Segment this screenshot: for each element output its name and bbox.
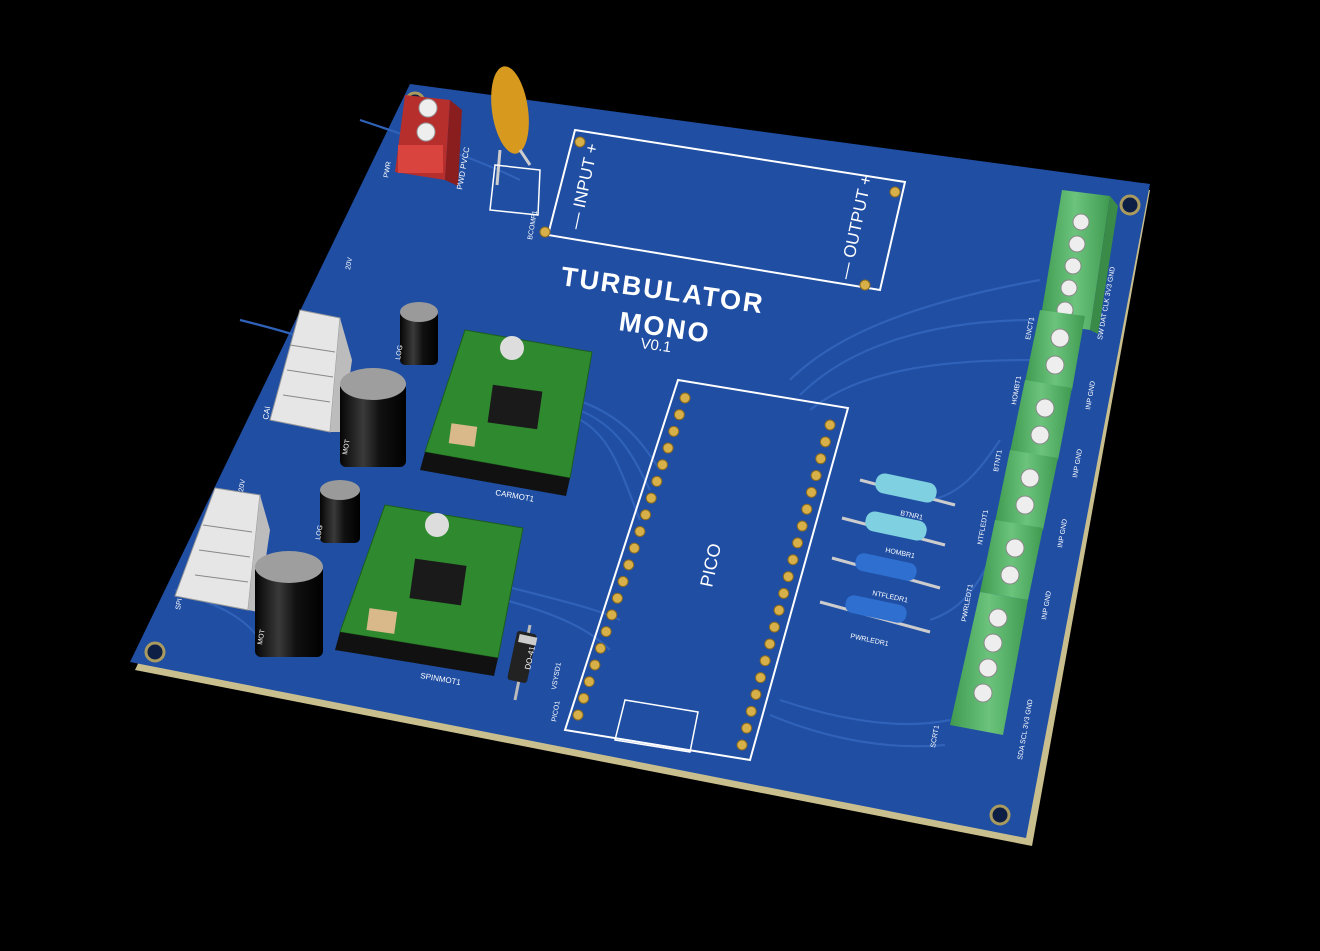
motor-cap-bottom <box>255 551 323 657</box>
pico-pad <box>668 425 680 437</box>
motor-cap-top <box>340 368 406 467</box>
pico-pad <box>589 659 601 671</box>
btnr-label: BTNR1 <box>900 510 924 522</box>
resistor-homr <box>841 511 946 547</box>
pico-pad <box>819 436 831 448</box>
pico-pad <box>759 655 771 667</box>
pico-pad <box>673 409 685 421</box>
pico-pad <box>645 492 657 504</box>
terminal-enc <box>1040 190 1118 334</box>
pico-pad <box>792 537 804 549</box>
pico-pad <box>611 592 623 604</box>
dcdc-outline <box>546 128 907 292</box>
mot-top-label: MOT <box>342 438 352 455</box>
pico-pad <box>773 604 785 616</box>
logic-top-label: LOG <box>395 345 404 361</box>
btnt-label: BTNT1 <box>993 449 1004 472</box>
pico-pad <box>764 638 776 650</box>
pico-pad <box>805 486 817 498</box>
stepper-driver-bottom <box>335 504 524 676</box>
spi-label: SPI <box>175 598 184 610</box>
pico-pad <box>745 705 757 717</box>
hombt-pins-label: INP GND <box>1085 381 1097 411</box>
pico-pad <box>782 571 794 583</box>
logic-cap-top <box>400 302 438 365</box>
pwrledt-pins-label: INP GND <box>1041 591 1053 621</box>
pico-pad <box>623 559 635 571</box>
pico-pad <box>824 419 836 431</box>
ntfledt-pins-label: INP GND <box>1057 519 1069 549</box>
car-label: CAI <box>261 406 272 421</box>
pico-pad <box>801 503 813 515</box>
pico-pad <box>572 709 584 721</box>
btnt-pins-label: INP GND <box>1072 449 1084 479</box>
pico-pad <box>810 470 822 482</box>
pico-pad <box>600 626 612 638</box>
scrt-label: SCRT1 <box>930 725 941 749</box>
terminal-hombt <box>1025 310 1085 390</box>
pico-pad <box>651 475 663 487</box>
pico-pad <box>634 525 646 537</box>
pico-pad <box>583 676 595 688</box>
pico-pad <box>741 722 753 734</box>
stepper-driver-top <box>420 329 593 496</box>
terminal-pwrledt <box>980 520 1043 600</box>
pico-pad <box>578 692 590 704</box>
pico-pad <box>662 442 674 454</box>
pico-pad <box>640 509 652 521</box>
pico-usb-outline <box>614 699 699 753</box>
enct-label: ENCT1 <box>1025 316 1036 340</box>
pico-pads <box>572 392 836 751</box>
pico-pad <box>750 688 762 700</box>
terminal-scr <box>950 592 1028 735</box>
board-version: V0.1 <box>639 335 672 356</box>
power-terminal <box>395 95 462 186</box>
pico-pad <box>778 587 790 599</box>
pico1-label: PICO1 <box>551 700 562 722</box>
pico-pad <box>768 621 780 633</box>
dcdc-pad <box>539 226 551 238</box>
resistor-btnr <box>859 473 956 507</box>
terminal-ntfledt <box>995 450 1058 530</box>
pico-outline <box>563 378 850 762</box>
pico-pad <box>796 520 808 532</box>
pico-pad <box>736 739 748 751</box>
pwr-label: PWR <box>383 161 393 178</box>
vsysd-label: VSYSD1 <box>551 662 563 691</box>
pico-pad <box>787 554 799 566</box>
dcdc-pad <box>889 186 901 198</box>
vsys-diode <box>507 624 538 701</box>
logic-bottom-label: LOG <box>315 525 324 541</box>
varistor <box>489 66 541 216</box>
terminal-btnt <box>1010 380 1072 460</box>
pico-pad <box>656 459 668 471</box>
dcdc-pad <box>859 279 871 291</box>
v20-top-label: 20V <box>345 257 354 271</box>
hombt-label: HOMBT1 <box>1011 375 1023 405</box>
pico-pad <box>606 609 618 621</box>
motor-connector-bottom <box>174 487 270 612</box>
v20-bottom-label: 20V <box>238 479 247 493</box>
logic-cap-bottom <box>320 480 360 543</box>
resistor-ntfledr <box>831 553 941 590</box>
pico-pad <box>628 542 640 554</box>
pico-pad <box>679 392 691 404</box>
pico-pad <box>595 642 607 654</box>
resistor-pwrledr <box>819 595 931 634</box>
pico-pad <box>755 672 767 684</box>
motor-connector-top <box>269 309 352 433</box>
mot-bottom-label: MOT <box>257 628 267 645</box>
pico-pad <box>815 453 827 465</box>
pico-pad <box>617 576 629 588</box>
dcdc-pad <box>574 136 586 148</box>
